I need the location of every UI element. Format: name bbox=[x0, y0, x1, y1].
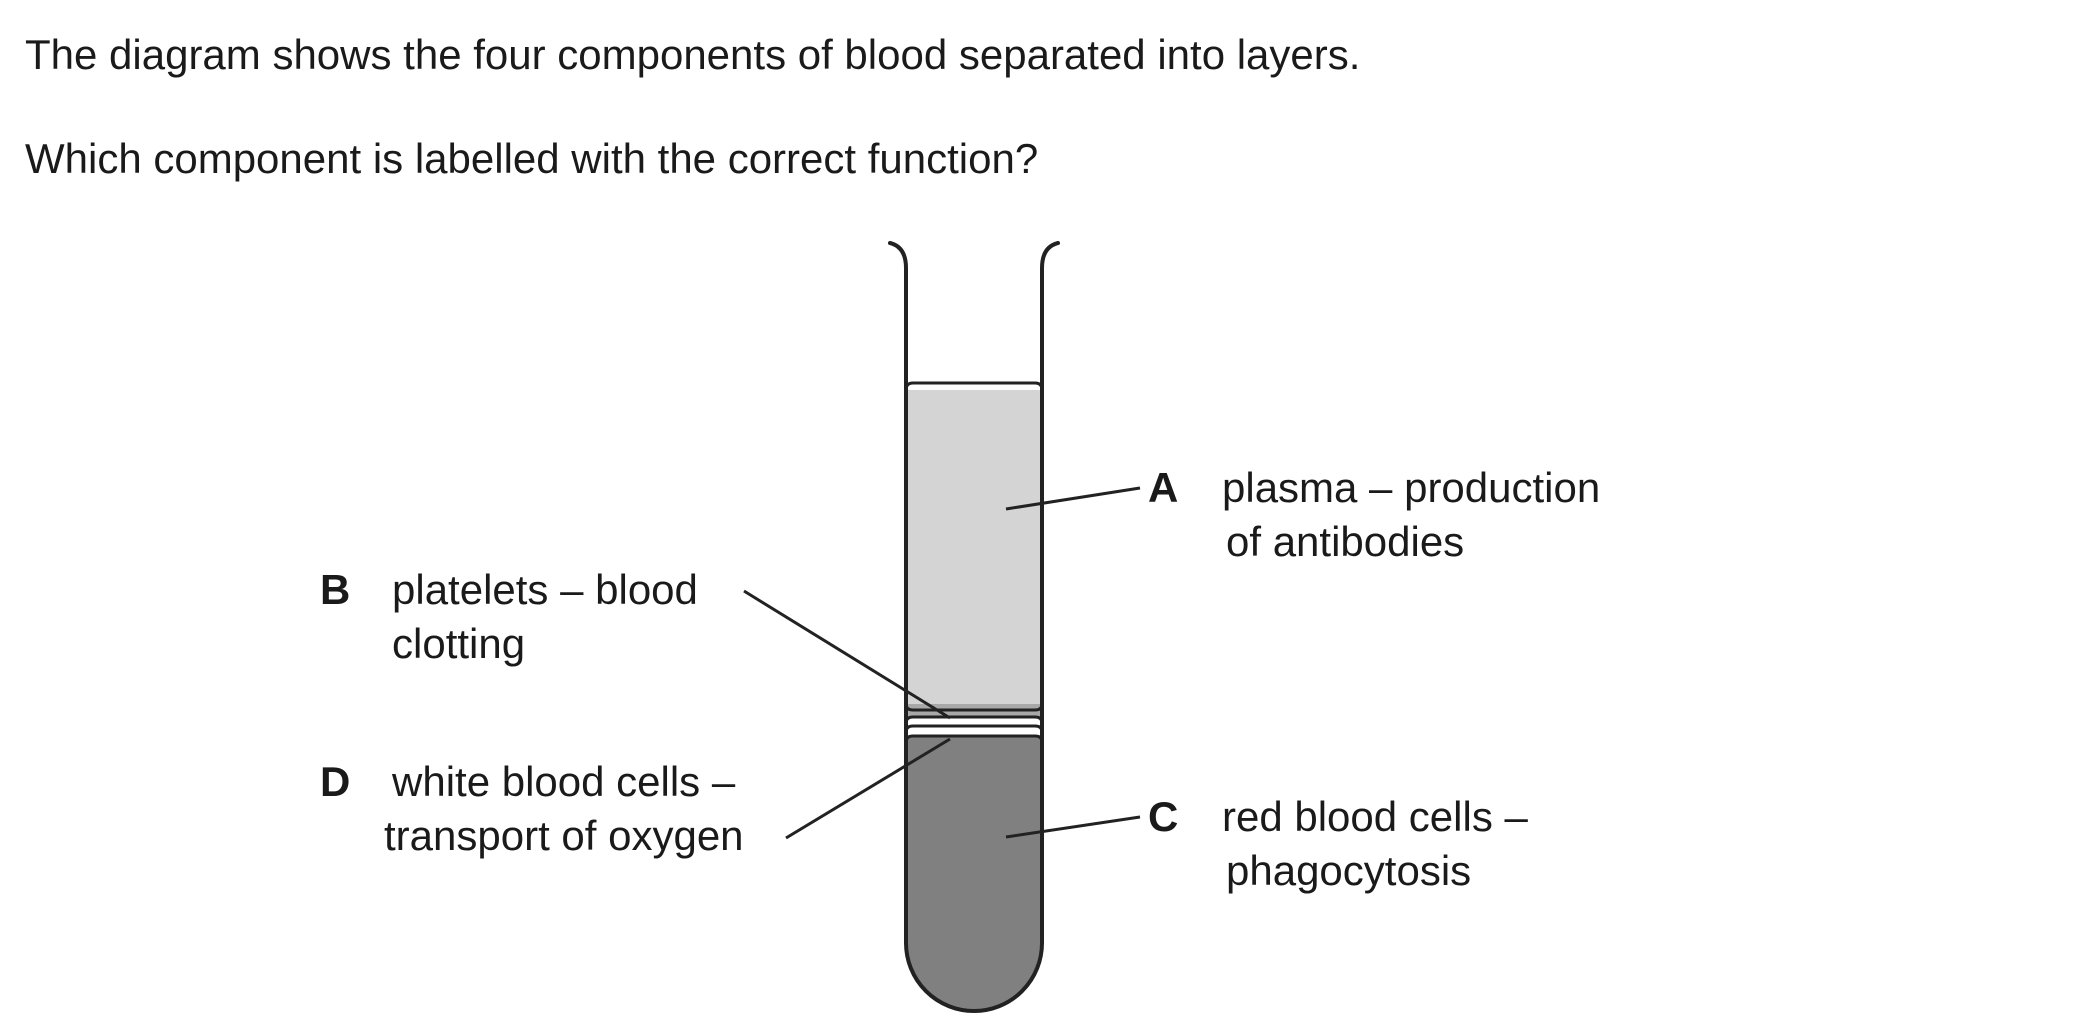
leader-line-D bbox=[785, 737, 951, 840]
label-d-line-1: white blood cells – bbox=[392, 758, 736, 805]
test-tube-outline bbox=[888, 241, 1060, 1013]
leader-line-A bbox=[1005, 486, 1141, 511]
question-line-2: Which component is labelled with the cor… bbox=[25, 135, 1039, 182]
label-a-line-2: of antibodies bbox=[1226, 518, 1465, 565]
label-b-line-1: platelets – blood bbox=[392, 566, 698, 613]
plasma-layer bbox=[906, 390, 1042, 704]
label-c-line-2: phagocytosis bbox=[1226, 847, 1472, 894]
leader-line-B bbox=[743, 589, 951, 720]
label-d-line-2: transport of oxygen bbox=[384, 812, 744, 859]
label-a-line-1: plasma – production bbox=[1222, 464, 1601, 511]
red-blood-cells-layer bbox=[906, 736, 1042, 1011]
leader-line-C bbox=[1005, 815, 1141, 839]
label-letter-a: A bbox=[1148, 464, 1179, 511]
label-letter-b: B bbox=[320, 566, 351, 613]
label-letter-d: D bbox=[320, 758, 351, 805]
question-line-1: The diagram shows the four components of… bbox=[25, 31, 1361, 78]
label-b-line-2: clotting bbox=[392, 620, 526, 667]
label-letter-c: C bbox=[1148, 793, 1179, 840]
label-c-line-1: red blood cells – bbox=[1222, 793, 1528, 840]
